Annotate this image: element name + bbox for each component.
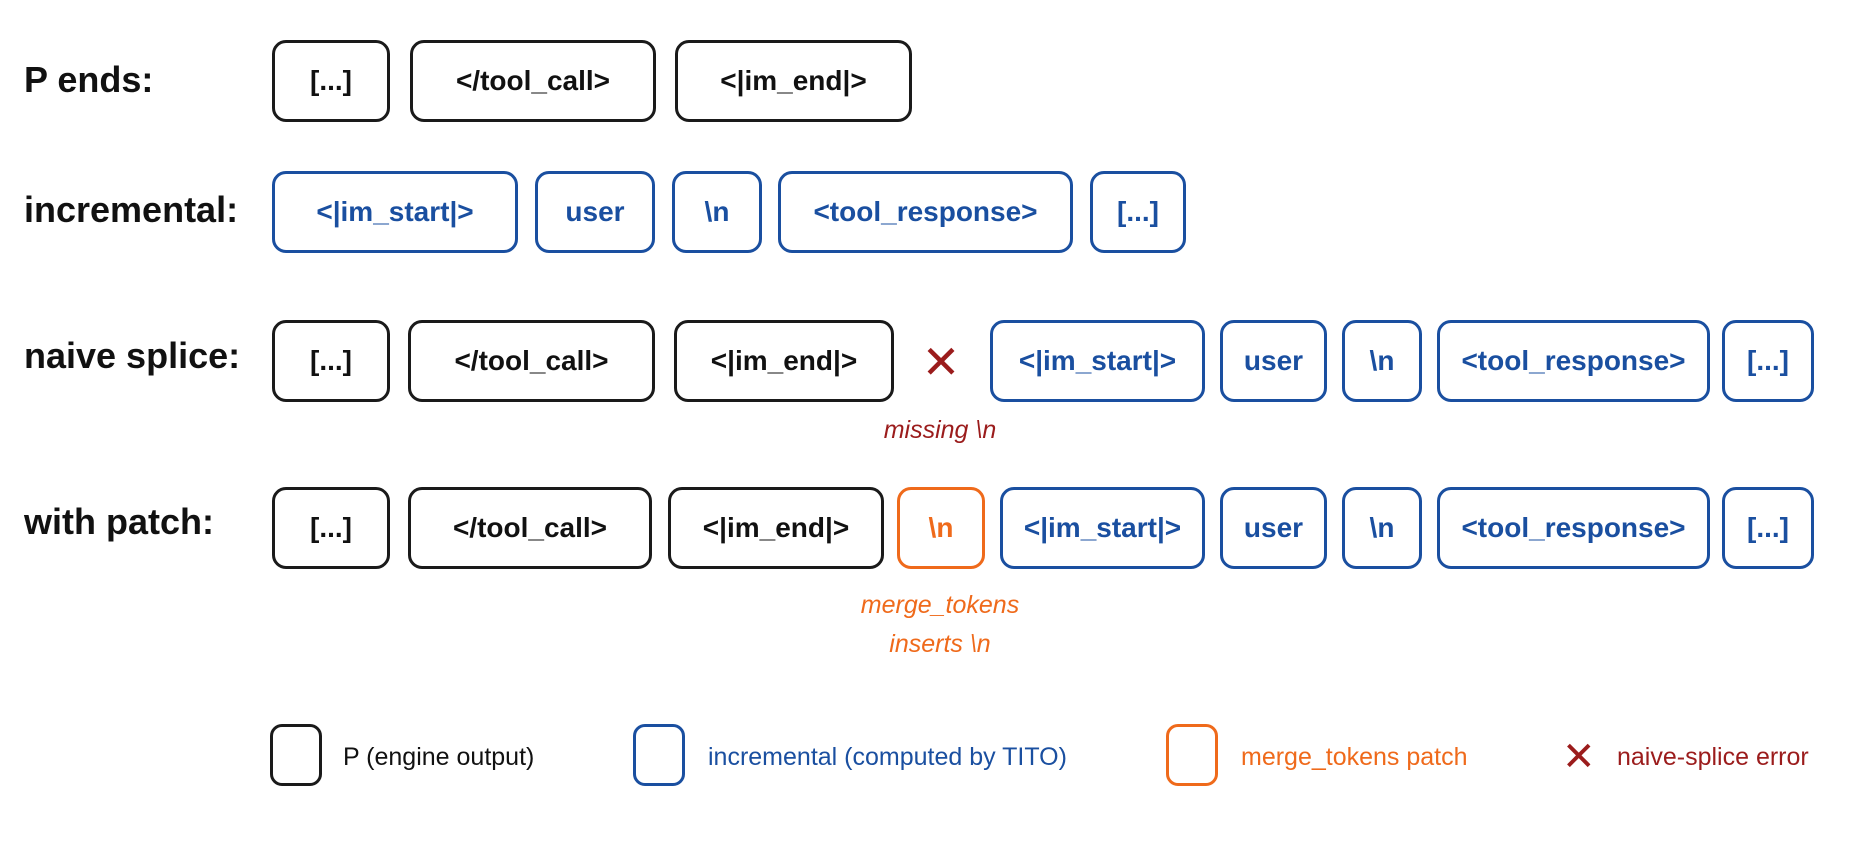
token-tool-response: <tool_response> [1437,487,1710,569]
token-newline: \n [1342,320,1422,402]
row-label-p-ends: P ends: [24,59,154,100]
token-im-end: <|im_end|> [668,487,884,569]
token-im-end: <|im_end|> [674,320,894,402]
missing-newline-note: missing \n [883,416,997,444]
token-im-start: <|im_start|> [990,320,1205,402]
token-ellipsis: [...] [1722,320,1814,402]
legend-label-engine: P (engine output) [343,743,535,771]
token-patch-newline: \n [897,487,985,569]
token-user: user [1220,487,1327,569]
inserts-newline-note: inserts \n [889,630,991,658]
row-label-incremental: incremental: [24,189,239,230]
token-tool-response: <tool_response> [1437,320,1710,402]
token-ellipsis: [...] [272,487,390,569]
legend-swatch-engine [270,724,322,786]
legend-label-error: naive-splice error [1617,743,1809,771]
legend-error-x-icon: ✕ [1562,735,1596,779]
token-im-start: <|im_start|> [272,171,518,253]
token-ellipsis: [...] [272,40,390,122]
row-label-naive-splice: naive splice: [24,335,241,376]
legend-label-patch: merge_tokens patch [1241,743,1468,771]
token-ellipsis: [...] [1090,171,1186,253]
token-ellipsis: [...] [1722,487,1814,569]
token-tool-response: <tool_response> [778,171,1073,253]
token-tool-call-end: </tool_call> [408,320,655,402]
legend-label-incremental: incremental (computed by TITO) [708,743,1067,771]
legend-swatch-incremental [633,724,685,786]
row-label-with-patch: with patch: [24,501,214,542]
token-tool-call-end: </tool_call> [408,487,652,569]
token-im-start: <|im_start|> [1000,487,1205,569]
token-newline: \n [672,171,762,253]
token-ellipsis: [...] [272,320,390,402]
error-x-icon: ✕ [921,336,961,388]
token-im-end: <|im_end|> [675,40,912,122]
merge-tokens-note: merge_tokens [860,591,1020,619]
token-user: user [535,171,655,253]
token-tool-call-end: </tool_call> [410,40,656,122]
token-newline: \n [1342,487,1422,569]
legend-swatch-patch [1166,724,1218,786]
token-user: user [1220,320,1327,402]
